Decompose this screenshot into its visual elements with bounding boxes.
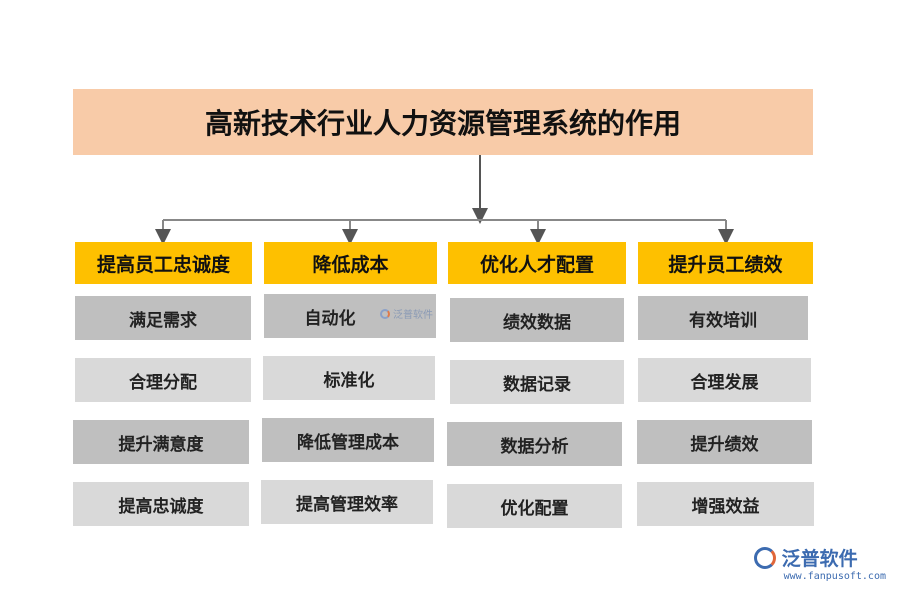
item-col3-2: 数据记录 [450, 360, 624, 404]
item-col1-3: 提升满意度 [73, 420, 249, 464]
brand-url: www.fanpusoft.com [783, 571, 886, 582]
item-col4-3: 提升绩效 [637, 420, 812, 464]
inline-watermark: 泛普软件 [380, 306, 433, 321]
item-col2-1-label: 自动化 [304, 308, 356, 329]
item-col1-1: 满足需求 [75, 296, 251, 340]
diagram-title: 高新技术行业人力资源管理系统的作用 [73, 89, 813, 155]
item-col4-2: 合理发展 [638, 358, 811, 402]
item-col3-3: 数据分析 [447, 422, 622, 466]
item-col4-1: 有效培训 [638, 296, 808, 340]
item-col2-1: 自动化 [264, 294, 436, 338]
column-header-4: 提升员工绩效 [638, 242, 813, 284]
brand-name: 泛普软件 [781, 548, 858, 570]
item-col1-2: 合理分配 [75, 358, 251, 402]
fanpu-logo-icon [380, 308, 390, 319]
item-col3-1: 绩效数据 [450, 298, 624, 342]
column-header-3: 优化人才配置 [448, 242, 626, 284]
column-header-1: 提高员工忠诚度 [75, 242, 252, 284]
item-col2-3: 降低管理成本 [262, 418, 434, 462]
item-col4-4: 增强效益 [637, 482, 814, 526]
inline-watermark-text: 泛普软件 [393, 310, 433, 321]
item-col2-2: 标准化 [263, 356, 435, 400]
item-col3-4: 优化配置 [447, 484, 622, 528]
item-col2-4: 提高管理效率 [261, 480, 433, 524]
brand-watermark: 泛普软件 www.fanpusoft.com [753, 544, 886, 582]
item-col1-4: 提高忠诚度 [73, 482, 249, 526]
brand-logo-icon [753, 546, 776, 569]
column-header-2: 降低成本 [264, 242, 437, 284]
